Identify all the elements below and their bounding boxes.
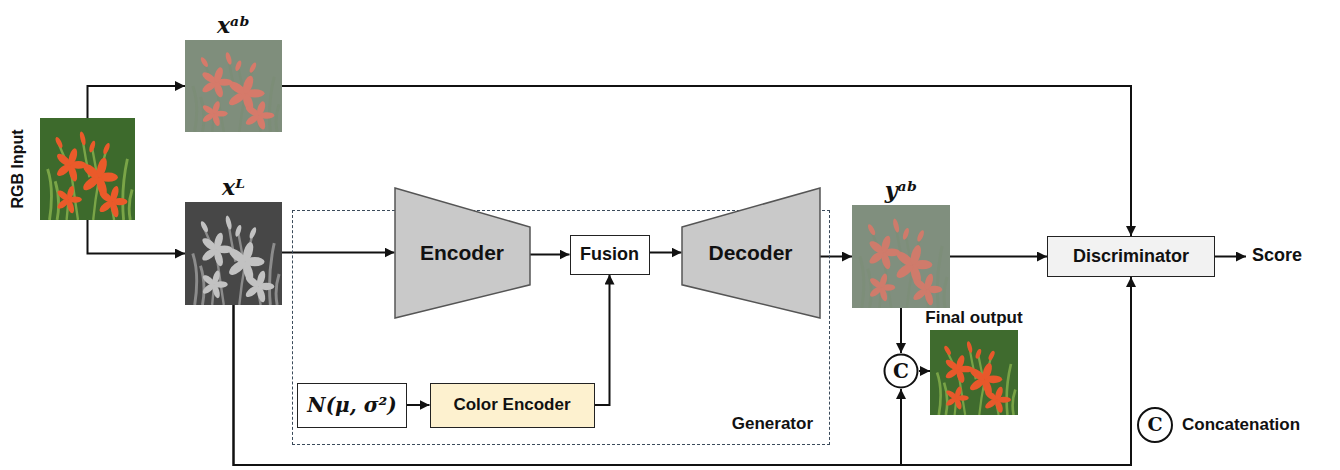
node-heading: RGB Input xyxy=(8,129,27,208)
node-heading: xᵃᵇ xyxy=(217,12,250,38)
image-panel: xᵃᵇ xyxy=(185,40,282,132)
node-label: C xyxy=(893,359,909,383)
grayscale-photo xyxy=(185,202,282,305)
trapezoid-outline xyxy=(682,188,820,318)
decoder-block: Decoder xyxy=(682,188,820,318)
node-label: Fusion xyxy=(580,244,639,266)
legend-circle xyxy=(1138,408,1172,442)
ab-photo xyxy=(185,40,282,132)
process-box: Color Encoder xyxy=(430,383,595,428)
node-label: N(μ, σ²) xyxy=(307,393,396,417)
image-panel: xᴸ xyxy=(185,202,282,305)
node-label: Encoder xyxy=(420,240,504,265)
trapezoid-outline xyxy=(395,188,530,318)
node-heading: xᴸ xyxy=(222,174,245,200)
score-arrow xyxy=(1215,256,1246,258)
flow-arrow xyxy=(820,256,853,258)
concat-circle: C xyxy=(883,353,919,389)
flow-arrow xyxy=(900,308,902,353)
node-label: Discriminator xyxy=(1073,246,1189,268)
image-panel: yᵃᵇ xyxy=(852,205,950,308)
flow-arrow xyxy=(88,220,186,254)
node-heading: Final output xyxy=(925,308,1022,328)
rgb-photo xyxy=(40,118,135,220)
flow-arrow xyxy=(919,370,930,372)
legend-label: Concatenation xyxy=(1182,415,1300,435)
node-heading: Generator xyxy=(732,414,813,434)
flow-arrow xyxy=(650,252,682,254)
process-box: Discriminator xyxy=(1047,236,1215,277)
flow-arrow xyxy=(234,305,902,465)
flow-arrow xyxy=(950,256,1047,258)
flow-arrow xyxy=(282,252,395,254)
flow-arrow xyxy=(407,404,430,406)
output-photo xyxy=(930,330,1018,415)
circle-outline xyxy=(885,355,918,388)
node-heading: yᵃᵇ xyxy=(885,177,918,203)
predicted-ab-photo xyxy=(852,205,950,308)
flow-arrow xyxy=(595,275,610,406)
generator-group: Generator Encoder Fusion DecoderN(μ, σ²) Col… xyxy=(292,210,830,445)
node-label: Decoder xyxy=(708,240,792,265)
noise-box: N(μ, σ²) xyxy=(297,383,406,428)
flow-arrow xyxy=(234,277,1132,465)
process-box: Fusion xyxy=(570,235,650,275)
legend-symbol-letter: C xyxy=(1140,413,1170,436)
flow-arrow xyxy=(530,254,570,256)
output-label: Score xyxy=(1252,245,1302,267)
node-label: Color Encoder xyxy=(453,395,570,415)
flow-arrow xyxy=(88,86,186,118)
image-panel: Final output xyxy=(930,330,1018,415)
image-panel: RGB Input xyxy=(40,118,135,220)
encoder-block: Encoder xyxy=(395,188,530,318)
